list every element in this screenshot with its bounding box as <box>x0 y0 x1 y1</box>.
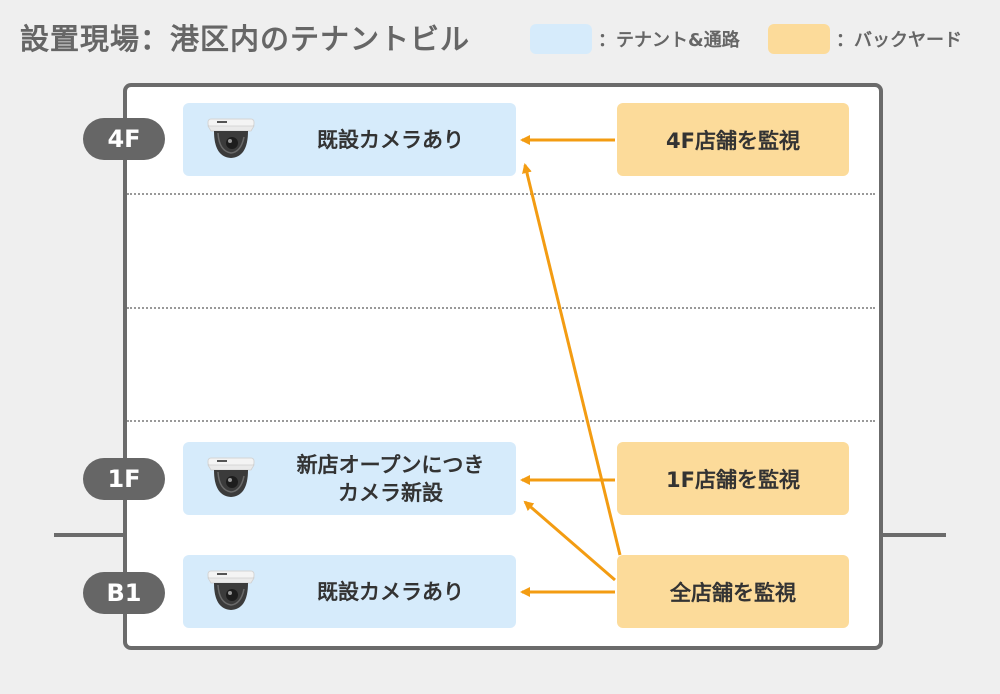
tenant-text-b1: 既設カメラあり <box>273 555 508 628</box>
floor-divider <box>127 193 875 195</box>
legend-backyard-swatch <box>768 24 830 54</box>
tenant-text-4f: 既設カメラあり <box>273 103 508 176</box>
legend-tenant: ：テナント&通路 <box>530 24 740 54</box>
backyard-area-b1: 全店舗を監視 <box>617 555 849 628</box>
floor-badge-4f: 4F <box>83 118 165 160</box>
floor-divider <box>127 420 875 422</box>
legend-backyard-label: ：バックヤード <box>836 30 962 51</box>
tenant-area-1f: 新店オープンにつき カメラ新設 <box>183 442 516 515</box>
tenant-text-1f: 新店オープンにつき カメラ新設 <box>273 442 508 515</box>
dome-camera-icon <box>205 569 257 615</box>
page-title: 設置現場：港区内のテナントビル <box>20 22 471 56</box>
tenant-label-4f: 既設カメラあり <box>317 127 464 152</box>
floor-badge-b1: B1 <box>83 572 165 614</box>
dome-camera-icon <box>205 117 257 163</box>
tenant-area-b1: 既設カメラあり <box>183 555 516 628</box>
backyard-area-1f: 1F店舗を監視 <box>617 442 849 515</box>
floor-badge-1f: 1F <box>83 458 165 500</box>
tenant-label-1f-line2: カメラ新設 <box>338 480 443 505</box>
dome-camera-icon <box>205 456 257 502</box>
legend-tenant-swatch <box>530 24 592 54</box>
legend-tenant-label: ：テナント&通路 <box>598 30 740 51</box>
legend-backyard: ：バックヤード <box>768 24 962 54</box>
floor-divider <box>127 307 875 309</box>
tenant-label-1f-line1: 新店オープンにつき <box>296 452 485 477</box>
backyard-area-4f: 4F店舗を監視 <box>617 103 849 176</box>
tenant-label-b1: 既設カメラあり <box>317 579 464 604</box>
tenant-area-4f: 既設カメラあり <box>183 103 516 176</box>
ground-line-right <box>878 533 946 537</box>
ground-line-left <box>54 533 126 537</box>
